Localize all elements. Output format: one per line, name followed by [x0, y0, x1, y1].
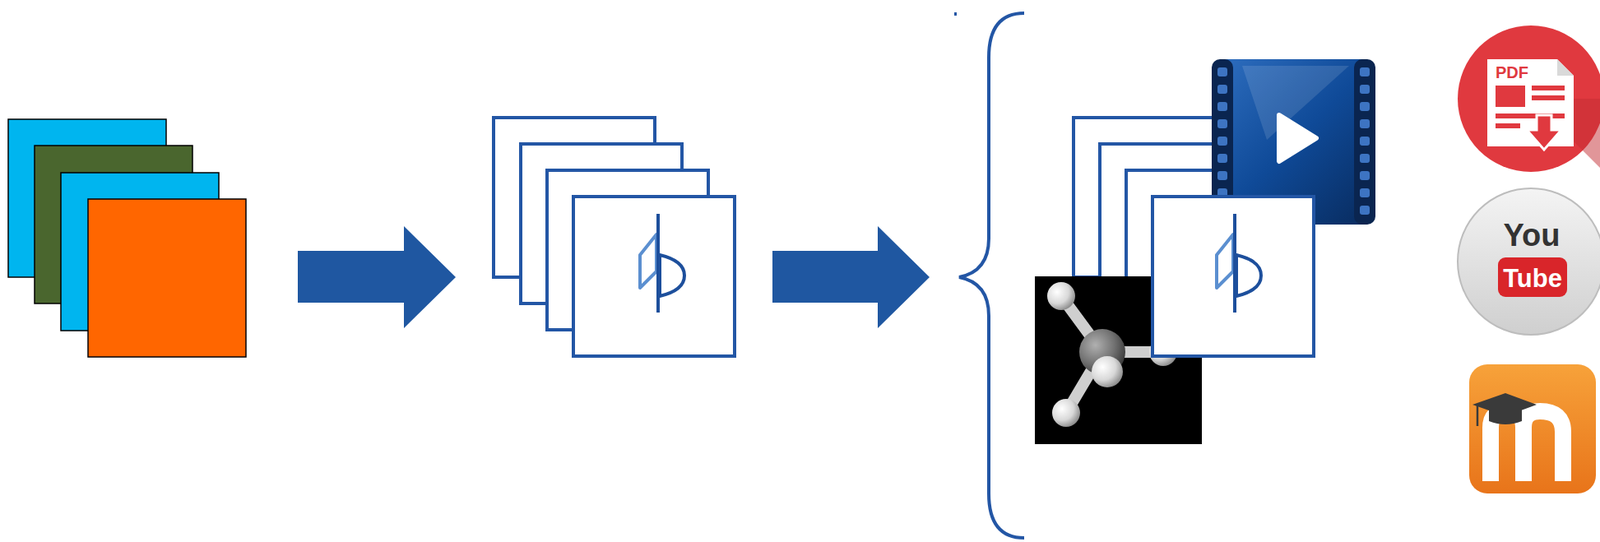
curly-brace	[959, 13, 1025, 538]
moodle-icon	[1469, 364, 1596, 494]
youtube-label: You	[1503, 219, 1561, 251]
pdf-icon	[1457, 25, 1600, 172]
pdf-label: PDF	[1495, 64, 1529, 81]
youtube-icon	[1457, 188, 1600, 335]
flow-arrow	[297, 226, 456, 329]
colour-squares	[8, 119, 246, 358]
logo-symbol	[640, 213, 685, 313]
youtube-label: Tube	[1502, 265, 1563, 292]
flow-arrow	[772, 226, 930, 329]
logo-symbol	[1216, 213, 1262, 313]
document-stack	[493, 117, 735, 357]
dot	[954, 12, 957, 16]
document	[1152, 196, 1314, 357]
